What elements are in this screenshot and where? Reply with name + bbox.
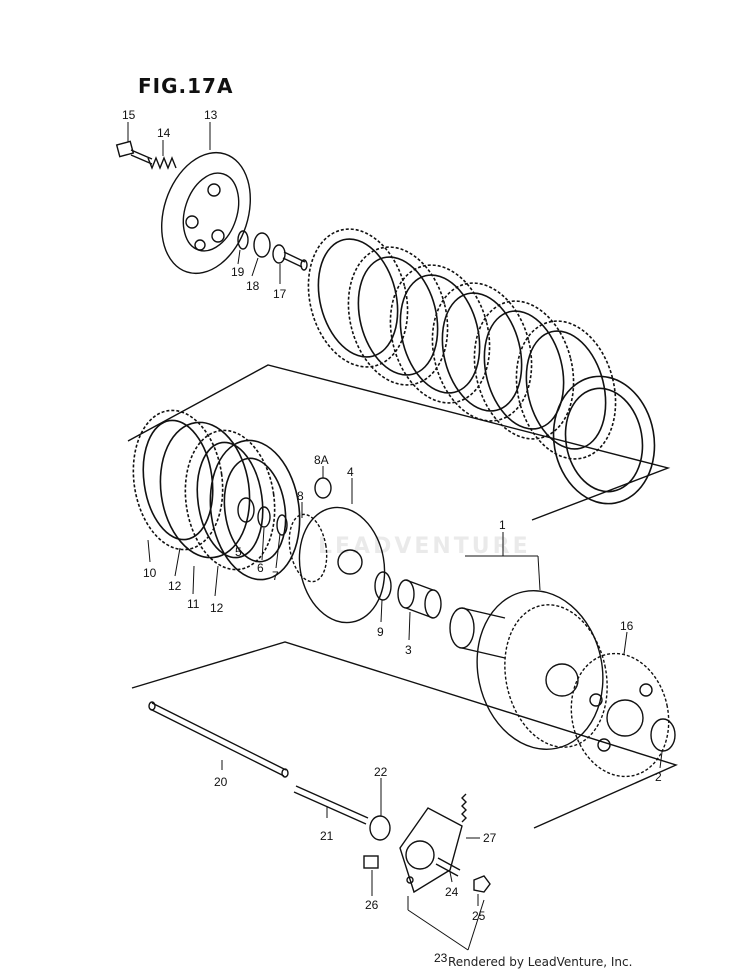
callout-12b: 12 [210,601,224,615]
clutch-housing-part [449,589,608,751]
callout-7: 7 [272,569,279,583]
pressure-plate-part [160,151,252,275]
adjust-screw-part [435,857,461,877]
figure-title: FIG.17A [138,74,234,98]
spacer-part [276,514,288,536]
callout-22: 22 [374,765,388,779]
callout-20: 20 [214,775,228,789]
bearing-part [253,232,271,258]
thrust-washer-part [374,571,392,601]
callout-16: 16 [620,619,634,633]
short-rod-part [293,785,369,825]
lock-washer-part [257,506,271,528]
callout-13: 13 [204,108,218,122]
leader-lines [127,122,663,951]
callout-21: 21 [320,829,334,843]
mount-bolt-part [363,855,379,869]
oil-seal-part [369,815,391,841]
callout-6: 6 [257,561,264,575]
nut-part [237,497,255,523]
bolt-part [115,140,153,165]
callout-8: 8 [297,489,304,503]
callout-4: 4 [347,465,354,479]
release-assembly-part [399,807,463,894]
callout-8a: 8A [314,453,329,467]
callout-11: 11 [187,597,200,611]
callout-23: 23 [434,951,448,965]
return-spring-part [461,793,467,823]
sleeve-hub-part [288,506,386,624]
callout-26: 26 [365,898,379,912]
callout-18: 18 [246,279,260,293]
callout-1: 1 [499,518,506,532]
clutch-group-outline [127,364,678,829]
callout-19: 19 [231,265,245,279]
push-piece-part [272,244,308,271]
callout-5: 5 [235,545,242,559]
callout-12a: 12 [168,579,182,593]
lower-plate-stack [132,409,301,581]
starter-gear-part [570,652,670,778]
washer-8a-part [314,477,332,499]
render-credit: Rendered by LeadVenture, Inc. [448,955,633,969]
watermark: LEADVENTURE [318,534,531,559]
clutch-plate-stack [307,228,656,505]
spring-part [147,156,177,170]
callout-10: 10 [143,566,157,580]
callout-2: 2 [655,770,662,784]
washer-2-part [650,718,676,752]
push-rod-part [148,701,289,778]
needle-bearing-part [397,579,442,619]
callout-14: 14 [157,126,171,140]
callout-9: 9 [377,625,384,639]
washer-part [237,230,249,250]
callout-15: 15 [122,108,136,122]
lock-nut-part [473,875,491,893]
callout-labels: 15 14 13 19 18 17 8A 4 8 1 10 12 11 12 5… [122,108,662,965]
callout-17: 17 [273,287,287,301]
callout-3: 3 [405,643,412,657]
callout-27: 27 [483,831,497,845]
callout-24: 24 [445,885,459,899]
callout-25: 25 [472,909,486,923]
